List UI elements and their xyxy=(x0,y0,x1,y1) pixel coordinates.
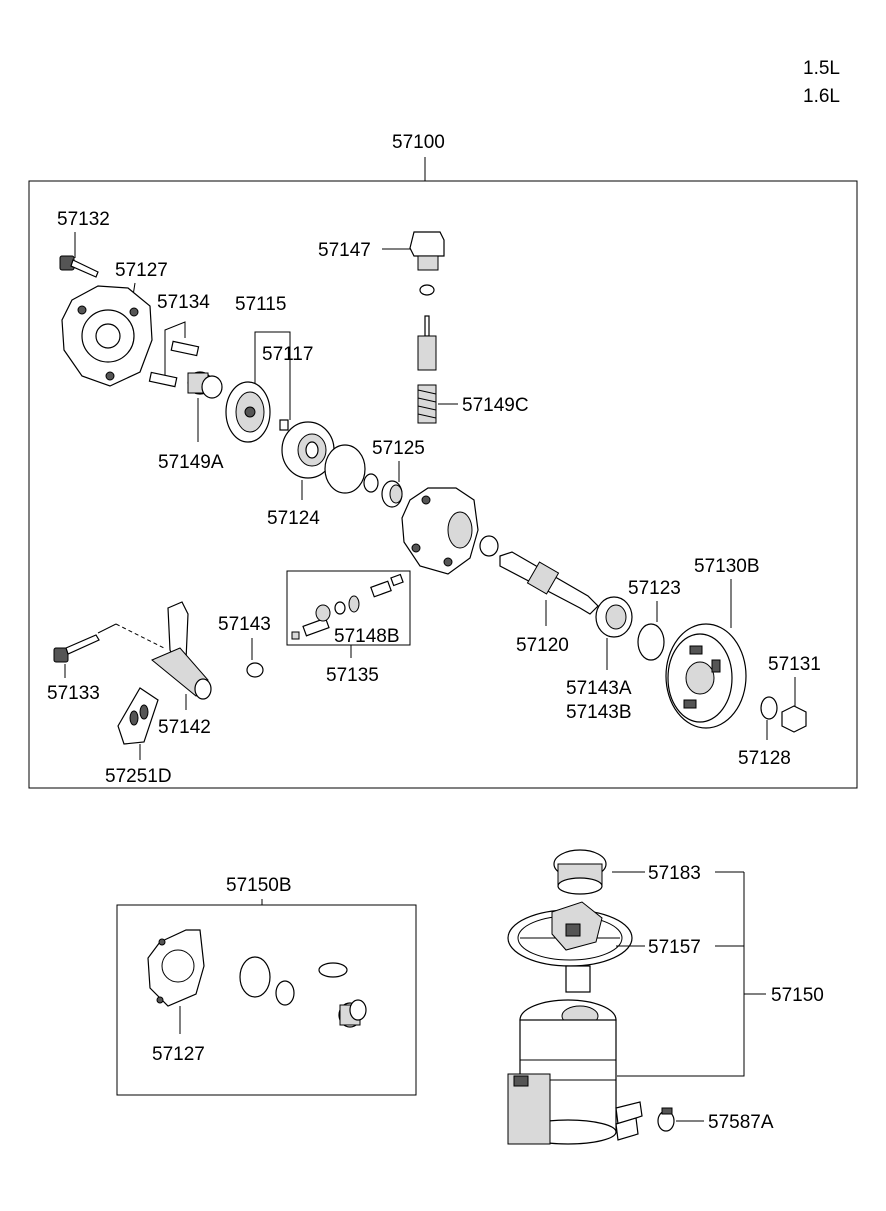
cam-ring-57124 xyxy=(281,421,335,479)
strainer-57157 xyxy=(507,901,633,993)
hose-clamp-57587a xyxy=(657,1107,675,1132)
label-57135: 57135 xyxy=(326,665,379,686)
spring-57149c xyxy=(417,384,437,424)
pump-body xyxy=(401,487,479,575)
bracket-57142 xyxy=(151,601,212,700)
valve-kit-frame xyxy=(286,570,411,646)
label-57183: 57183 xyxy=(648,863,701,884)
gasket-kit-frame xyxy=(116,904,417,1096)
o-ring-small xyxy=(363,473,379,493)
label-57143a: 57143A xyxy=(566,678,632,699)
flow-valve xyxy=(417,315,437,371)
nut-57131 xyxy=(781,705,807,733)
kit-o-ring-small xyxy=(275,980,295,1006)
bushing-57149a xyxy=(187,371,223,399)
label-57133: 57133 xyxy=(47,683,100,704)
assembly-number: 57100 xyxy=(392,132,445,153)
pulley-57130b xyxy=(665,623,747,729)
label-57142: 57142 xyxy=(158,717,211,738)
label-57115: 57115 xyxy=(235,294,286,315)
label-57149a: 57149A xyxy=(158,452,224,473)
label-57127: 57127 xyxy=(115,260,168,281)
label-57131: 57131 xyxy=(768,654,821,675)
shaft-washer xyxy=(479,535,499,557)
kit-flat-ring xyxy=(318,962,348,978)
label-57120: 57120 xyxy=(516,635,569,656)
valve-kit-parts xyxy=(291,573,404,640)
reservoir-cap-57183 xyxy=(553,849,607,895)
rotor-57115 xyxy=(225,381,271,443)
label-57149c: 57149C xyxy=(462,395,529,416)
pins-57134 xyxy=(148,340,200,388)
label-57143: 57143 xyxy=(218,614,271,635)
seal-57125 xyxy=(381,480,403,508)
o-ring-57143 xyxy=(246,662,264,678)
label-57123: 57123 xyxy=(628,578,681,599)
label-57117: 57117 xyxy=(262,344,313,365)
label-57251d: 57251D xyxy=(105,766,172,787)
kit-bushing xyxy=(338,999,367,1028)
washer-57128 xyxy=(760,696,778,720)
fitting-57147 xyxy=(409,231,445,296)
label-57128: 57128 xyxy=(738,748,791,769)
label-57134: 57134 xyxy=(157,292,210,313)
gasket-57127 xyxy=(147,929,205,1007)
gasket-kit-number: 57150B xyxy=(226,875,292,896)
label-57125: 57125 xyxy=(372,438,425,459)
bolt-57133 xyxy=(53,634,100,663)
label-57147: 57147 xyxy=(318,240,371,261)
o-ring-large xyxy=(324,444,366,494)
label-57130b: 57130B xyxy=(694,556,760,577)
label-57148b: 57148B xyxy=(334,626,400,647)
vane-57117 xyxy=(279,419,289,431)
label-57150: 57150 xyxy=(771,985,824,1006)
gasket-label-57127: 57127 xyxy=(152,1044,205,1065)
cover-plate-57127 xyxy=(61,285,153,387)
pump-assembly-frame xyxy=(28,180,858,789)
shaft-57120 xyxy=(499,551,599,615)
engine-label-1: 1.5L xyxy=(803,58,840,79)
label-57143b: 57143B xyxy=(566,702,632,723)
kit-o-ring-large xyxy=(239,956,271,998)
label-57157: 57157 xyxy=(648,937,701,958)
engine-label-2: 1.6L xyxy=(803,86,840,107)
reservoir-tank xyxy=(507,999,643,1145)
bolt-57132 xyxy=(59,255,99,278)
snap-ring-57123 xyxy=(637,623,665,661)
bracket-57251d xyxy=(117,687,159,745)
bearing-57143a xyxy=(595,596,633,638)
label-57124: 57124 xyxy=(267,508,320,529)
label-57587a: 57587A xyxy=(708,1112,774,1133)
label-57132: 57132 xyxy=(57,209,110,230)
